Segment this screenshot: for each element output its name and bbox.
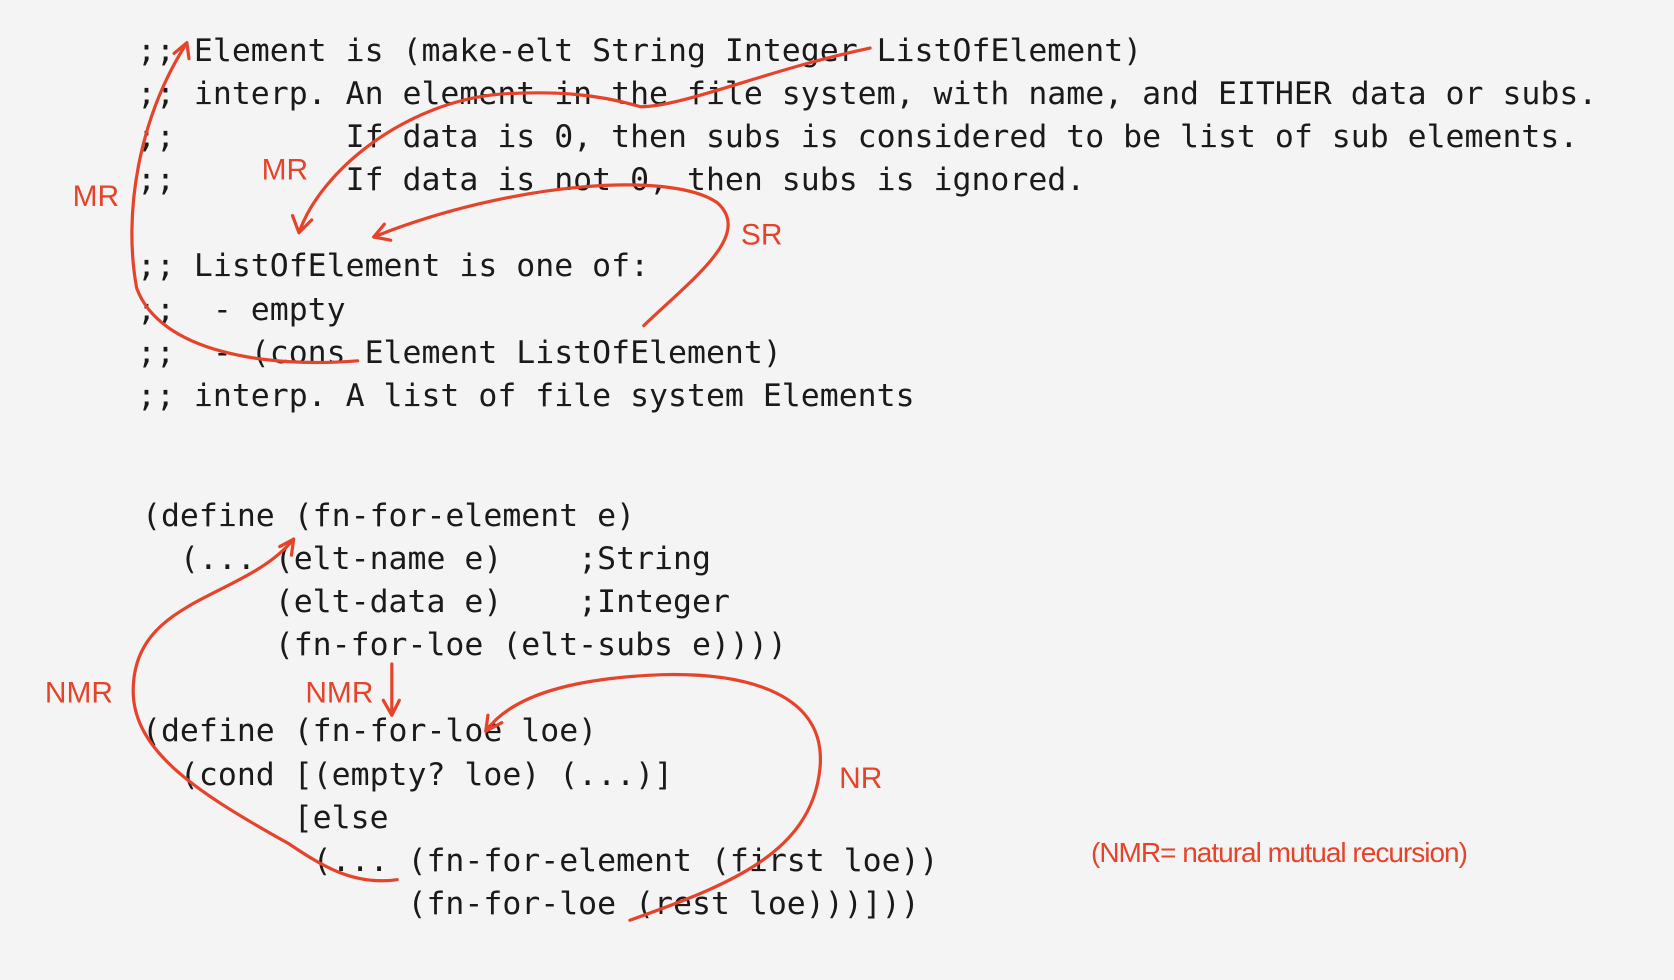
code-line: ;; ListOfElement is one of:: [137, 248, 650, 285]
code-line: ;; Element is (make-elt String Integer L…: [137, 33, 1143, 69]
code-line: (define (fn-for-element e): [142, 498, 636, 534]
nmr-legend: (NMR= natural mutual recursion): [1091, 837, 1468, 868]
code-line: ;; - (cons Element ListOfElement): [137, 334, 782, 371]
nr-label: NR: [839, 762, 882, 795]
mr-inner-arrow: [290, 46, 872, 235]
code-line: [else: [142, 799, 389, 836]
mr-left-arrow: [130, 41, 360, 365]
code-line: (define (fn-for-loe loe): [142, 713, 598, 750]
nr-arrow: [484, 672, 822, 922]
nmr-left-arrow: [131, 537, 399, 883]
code-line: (elt-data e) ;Integer: [142, 584, 730, 621]
code-line: (fn-for-loe (rest loe)))])): [142, 885, 920, 922]
mr-left-label: MR: [73, 180, 119, 213]
code-line: ;; If data is 0, then subs is considered…: [137, 119, 1579, 156]
nmr-inner-arrow: [381, 662, 401, 717]
code-line: ;; If data is not 0, then subs is ignore…: [137, 162, 1086, 199]
code-line: (cond [(empty? loe) (...)]: [142, 756, 674, 793]
mr-inner-label: MR: [262, 153, 308, 186]
nmr-left-label: NMR: [45, 676, 113, 709]
sr-arrow: [372, 183, 730, 328]
code-line: (fn-for-loe (elt-subs e)))): [142, 627, 787, 664]
nmr-inner-label: NMR: [305, 676, 373, 709]
sr-label: SR: [741, 218, 783, 251]
code-line: ;; - empty: [137, 291, 346, 328]
template-functions-code: (define (fn-for-element e) (... (elt-nam…: [142, 495, 939, 926]
code-line: ;; interp. A list of file system Element…: [137, 377, 915, 414]
code-line: (... (fn-for-element (first loe)): [142, 842, 939, 879]
code-line: (... (elt-name e) ;String: [142, 541, 711, 578]
